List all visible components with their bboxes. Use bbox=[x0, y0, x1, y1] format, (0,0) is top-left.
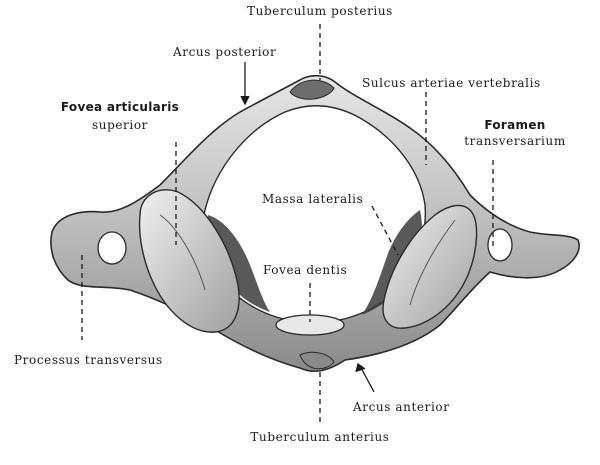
fovea-dentis-facet bbox=[275, 314, 345, 336]
right-articular-facet bbox=[382, 204, 478, 329]
label-fovea-dentis: Fovea dentis bbox=[263, 263, 348, 277]
right-medial-shadow bbox=[362, 210, 422, 315]
label-massa-lateralis: Massa lateralis bbox=[262, 192, 364, 206]
left-medial-shadow bbox=[207, 215, 270, 312]
label-foramen-transversarium-line1: Foramen bbox=[484, 118, 546, 132]
leader-lines bbox=[81, 24, 494, 425]
right-foramen-transversarium bbox=[487, 228, 513, 262]
label-fovea-articularis-superior-line1: Fovea articularis bbox=[60, 100, 180, 114]
left-articular-facet bbox=[138, 189, 240, 333]
anterior-tubercle bbox=[299, 351, 335, 370]
label-tuberculum-anterius: Tuberculum anterius bbox=[250, 430, 390, 444]
label-foramen-transversarium-line2: transversarium bbox=[464, 134, 566, 148]
label-arcus-posterior: Arcus posterior bbox=[173, 45, 277, 59]
label-fovea-articularis-superior-line2: superior bbox=[91, 118, 148, 132]
label-sulcus-arteriae-vertebralis: Sulcus arteriae vertebralis bbox=[362, 76, 541, 90]
label-arcus-anterior: Arcus anterior bbox=[353, 400, 450, 414]
left-foramen-transversarium bbox=[97, 231, 127, 265]
posterior-tubercle bbox=[289, 79, 335, 100]
label-processus-transversus: Processus transversus bbox=[14, 353, 163, 367]
label-tuberculum-posterius: Tuberculum posterius bbox=[247, 4, 393, 18]
